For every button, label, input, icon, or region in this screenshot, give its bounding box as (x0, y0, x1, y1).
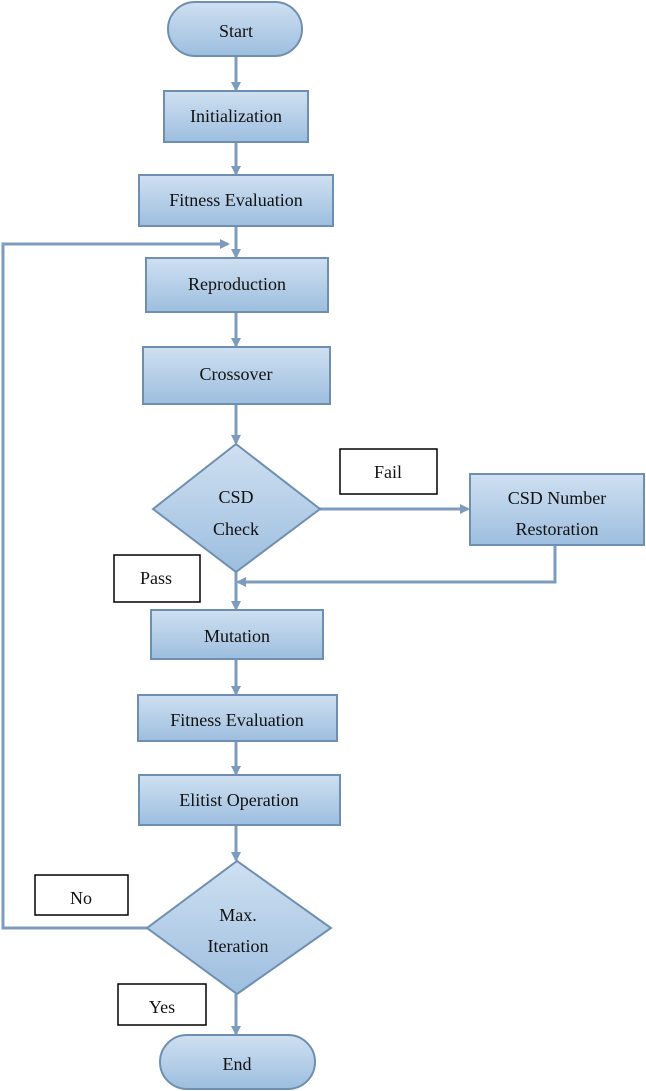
fitness-evaluation-label-1: Fitness Evaluation (169, 190, 303, 210)
csd-restoration-node: CSD Number Restoration (469, 473, 645, 546)
csd-check-decision: CSD Check (151, 442, 322, 574)
fail-label-box: Fail (339, 448, 438, 495)
edge-maxiter-no-loop (1, 239, 230, 930)
yes-label: Yes (149, 997, 175, 1017)
no-label: No (70, 888, 92, 908)
reproduction-label: Reproduction (188, 274, 286, 294)
csd-restoration-label-line1: CSD Number (508, 488, 607, 508)
crossover-label: Crossover (200, 364, 273, 384)
fail-label: Fail (374, 462, 402, 482)
reproduction-node: Reproduction (145, 257, 329, 313)
pass-label: Pass (140, 568, 172, 588)
csd-restoration-label-line2: Restoration (516, 519, 599, 539)
csd-check-label-line1: CSD (218, 487, 253, 507)
mutation-node: Mutation (150, 609, 324, 660)
elitist-operation-node: Elitist Operation (138, 774, 341, 826)
crossover-node: Crossover (142, 346, 331, 405)
csd-check-label-line2: Check (213, 519, 259, 539)
pass-label-box: Pass (113, 554, 201, 603)
edge-restoration-return (236, 545, 557, 587)
initialization-label: Initialization (190, 106, 282, 126)
end-label: End (223, 1054, 252, 1074)
fitness-evaluation-node-2: Fitness Evaluation (137, 694, 338, 742)
max-iteration-decision: Max. Iteration (145, 859, 333, 996)
elitist-operation-label: Elitist Operation (179, 790, 298, 810)
mutation-label: Mutation (204, 626, 270, 646)
edges (1, 56, 557, 1036)
fitness-evaluation-node-1: Fitness Evaluation (138, 174, 334, 227)
yes-label-box: Yes (117, 983, 207, 1026)
end-node: End (159, 1034, 316, 1090)
fitness-evaluation-label-2: Fitness Evaluation (170, 710, 304, 730)
start-label: Start (219, 21, 253, 41)
no-label-box: No (34, 874, 129, 916)
start-node: Start (167, 1, 303, 57)
max-iteration-label-line1: Max. (219, 905, 257, 925)
initialization-node: Initialization (163, 90, 309, 143)
max-iteration-label-line2: Iteration (208, 936, 269, 956)
